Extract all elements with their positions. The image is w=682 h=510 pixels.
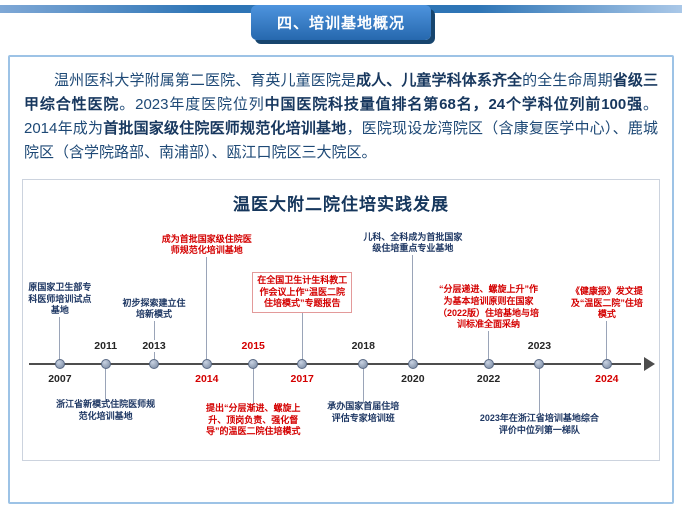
intro-segment: 首批国家级住院医师规范化培训基地 (103, 120, 347, 137)
timeline-note: 2023年在浙江省培训基地综合评价中位列第一梯队 (479, 413, 599, 435)
timeline-dot (201, 359, 212, 369)
timeline-year: 2018 (349, 340, 377, 352)
timeline-connector (59, 317, 61, 363)
timeline-year: 2024 (593, 373, 621, 385)
timeline-dot (601, 359, 612, 369)
timeline-dot (483, 359, 494, 369)
timeline-note: 原国家卫生部专科医师培训试点基地 (28, 281, 92, 316)
timeline-connector (206, 257, 208, 363)
intro-segment: 温州医科大学附属第二医院、育英儿童医院是 (54, 72, 357, 89)
timeline-dot (297, 359, 308, 369)
timeline-year: 2013 (140, 340, 168, 352)
timeline-axis (29, 363, 641, 365)
intro-segment: 。2014年成为 (24, 96, 659, 137)
intro-segment: 中国医院科技量值排名第68名，24个学科位列前100强 (264, 96, 643, 113)
timeline-chart: 温医大附二院住培实践发展 2007 原国家卫生部专科医师培训试点基地 2011 浙江省… (22, 179, 660, 461)
section-title: 四、培训基地概况 (276, 15, 406, 32)
timeline-dot (54, 359, 65, 369)
timeline-year: 2020 (399, 373, 427, 385)
timeline-connector (301, 313, 303, 363)
timeline-year: 2022 (474, 373, 503, 385)
timeline-connector (362, 365, 364, 403)
timeline-year: 2023 (525, 340, 554, 352)
timeline-dot (149, 359, 160, 369)
timeline-note: 《健康报》发文提及“温医二院”住培模式 (570, 285, 643, 320)
intro-segment: 省级三甲综合性医院 (24, 72, 658, 113)
timeline-dot (407, 359, 418, 369)
timeline-connector (105, 365, 107, 401)
timeline-note: 在全国卫生计生科教工作会议上作“温医二院住培模式”专题报告 (252, 271, 353, 313)
timeline-year: 2017 (288, 373, 316, 385)
timeline-dot (534, 359, 545, 369)
section-banner: 四、培训基地概况 (250, 5, 432, 40)
timeline-note: “分层递进、螺旋上升”作为基本培训原则在国家（2022版）住培基地与培训标准全面… (438, 284, 540, 330)
timeline-title: 温医大附二院住培实践发展 (233, 195, 449, 214)
timeline-connector (538, 365, 540, 415)
timeline-year: 2014 (193, 373, 221, 385)
intro-segment: ，医院现设龙湾院区（含康复医学中心）、鹿城院区（含学院路部、南浦部）、瓯江口院区… (24, 120, 658, 161)
timeline-note: 儿科、全科成为首批国家级住培重点专业基地 (363, 231, 463, 254)
timeline-year: 2011 (92, 340, 120, 352)
intro-segment: 的全生命周期 (522, 72, 613, 89)
timeline-connector (488, 331, 490, 363)
timeline-year: 2015 (239, 340, 267, 352)
timeline-note: 成为首批国家级住院医师规范化培训基地 (161, 233, 252, 256)
timeline-note: 承办国家首届住培评估专家培训班 (327, 401, 400, 423)
timeline-note: 浙江省新模式住院医师规范化培训基地 (56, 399, 156, 421)
timeline-plot: 2007 原国家卫生部专科医师培训试点基地 2011 浙江省新模式住院医师规范化培训基… (23, 180, 659, 460)
timeline-connector (606, 321, 608, 363)
content-box: 温州医科大学附属第二医院、育英儿童医院是成人、儿童学科体系齐全的全生命周期省级三… (8, 55, 674, 504)
timeline-note: 提出“分层渐进、螺旋上升、顶岗负责、强化督导”的温医二院住培模式 (205, 403, 301, 437)
intro-segment: 。2023年度医院位列 (119, 96, 265, 113)
timeline-year: 2007 (46, 373, 74, 385)
timeline-dot (248, 359, 259, 369)
intro-segment: 成人、儿童学科体系齐全 (356, 72, 523, 89)
intro-paragraph: 温州医科大学附属第二医院、育英儿童医院是成人、儿童学科体系齐全的全生命周期省级三… (24, 69, 658, 165)
timeline-dot (358, 359, 369, 369)
axis-arrow-icon (644, 357, 655, 371)
timeline-connector (412, 255, 414, 363)
timeline-note: 初步探索建立住培新模式 (122, 297, 186, 320)
timeline-connector (252, 365, 254, 405)
timeline-dot (100, 359, 111, 369)
